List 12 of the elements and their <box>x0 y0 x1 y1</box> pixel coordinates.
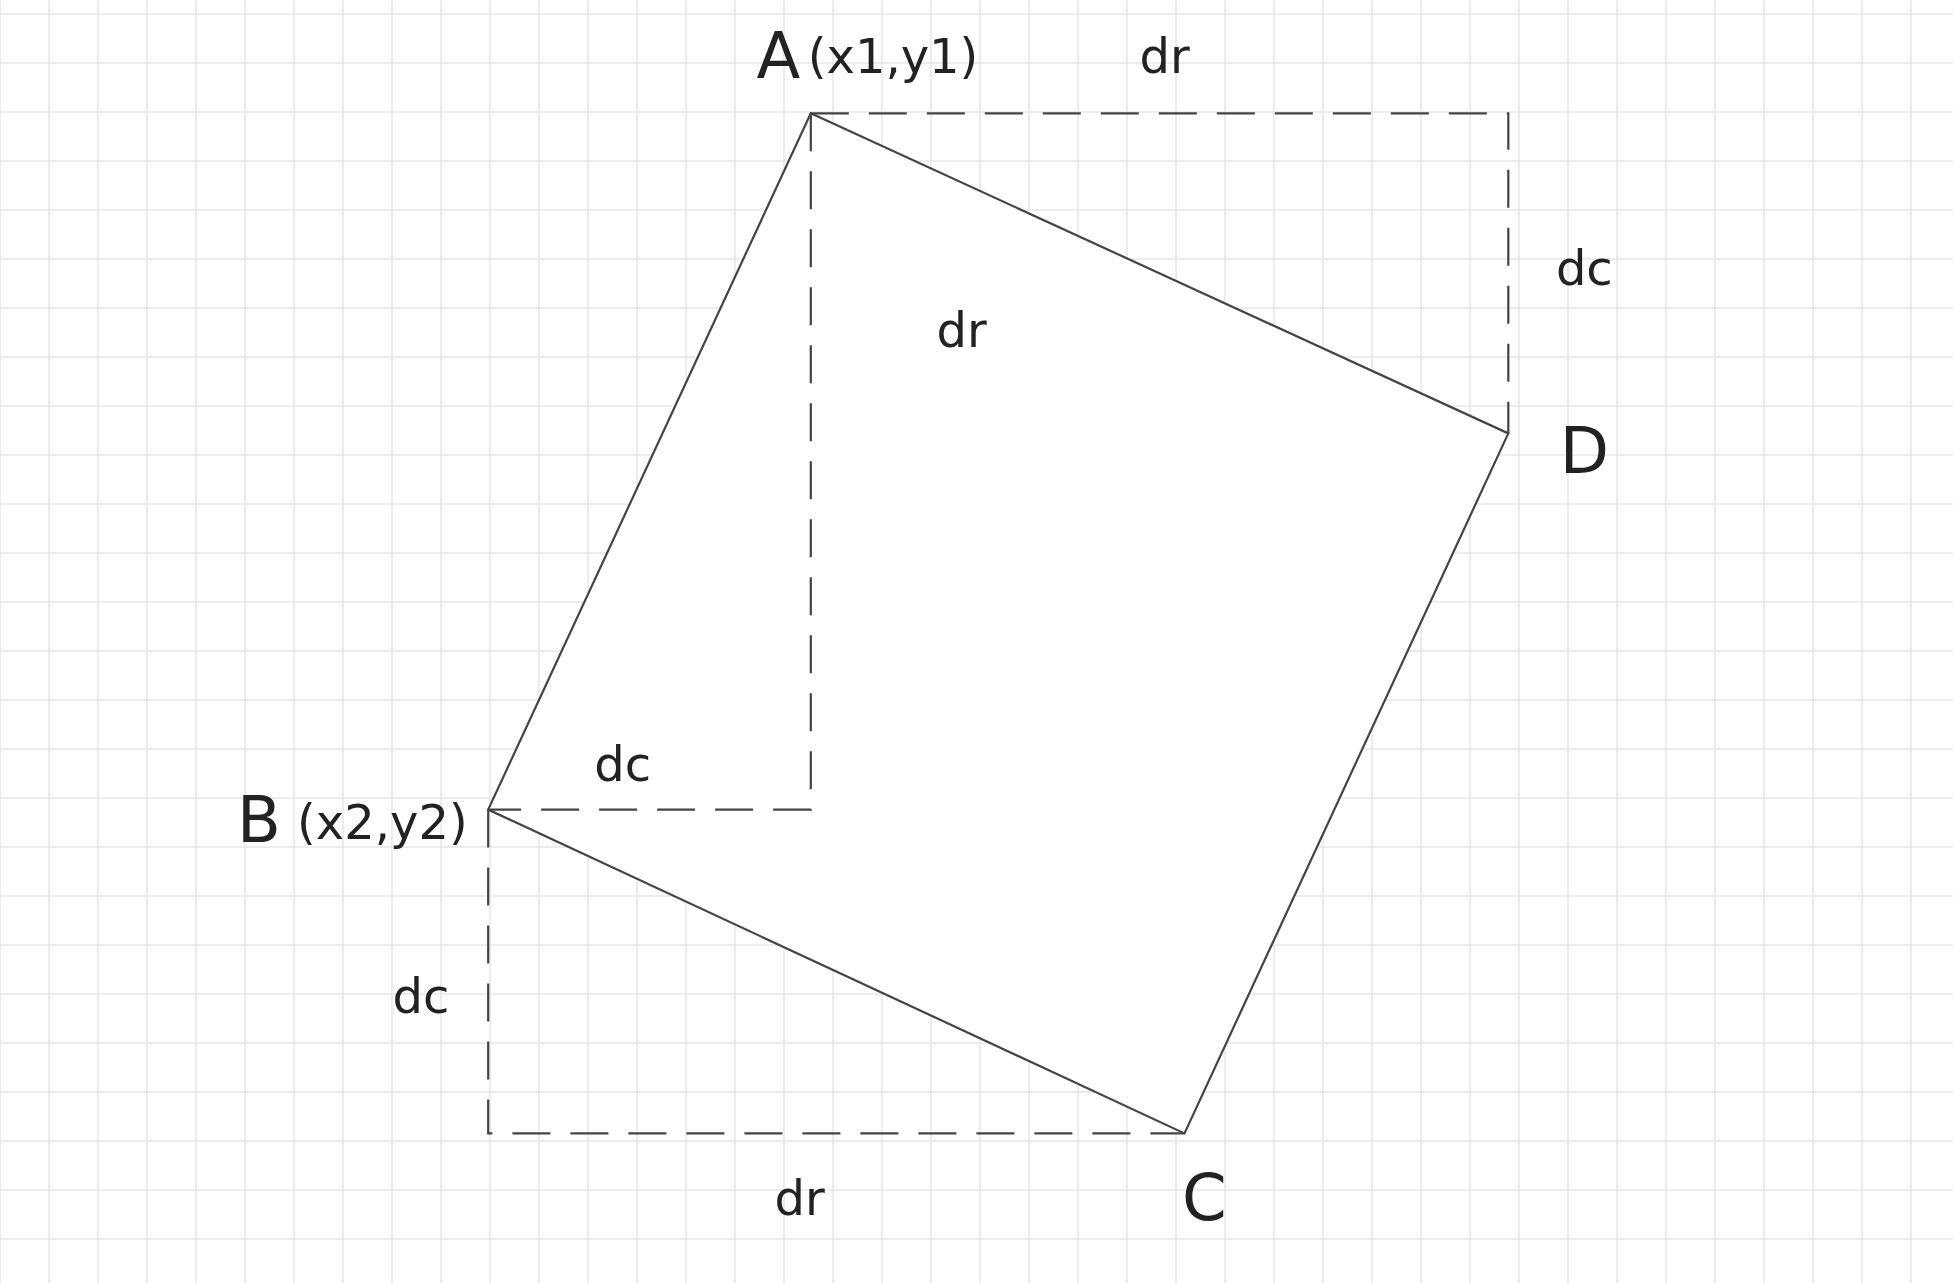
vertex-label: D <box>1559 418 1609 483</box>
vertex-label: C <box>1182 1166 1227 1231</box>
dimension-label: dr <box>774 1174 825 1223</box>
dimension-label: dr <box>936 306 987 355</box>
dimension-label: dc <box>1555 243 1613 292</box>
dimension-label: dc <box>594 739 652 788</box>
dimension-label: dr <box>1139 32 1190 81</box>
coordinate-label: (x2,y2) <box>297 798 468 847</box>
coordinate-label: (x1,y1) <box>807 32 979 81</box>
vertex-label: A <box>756 24 801 89</box>
vertex-label: B <box>237 787 281 852</box>
dimension-label: dc <box>392 972 450 1021</box>
